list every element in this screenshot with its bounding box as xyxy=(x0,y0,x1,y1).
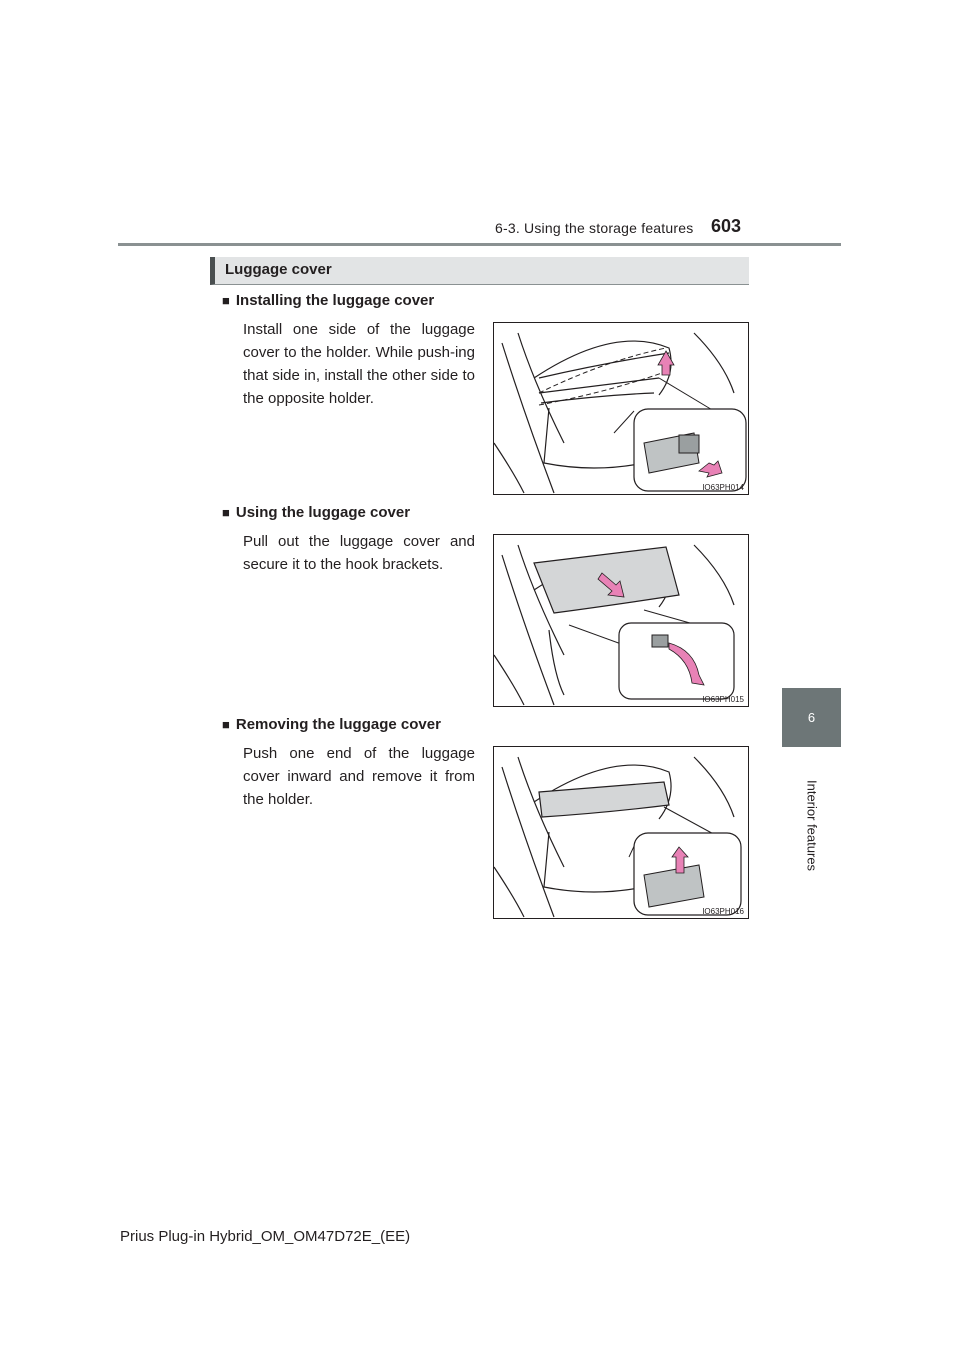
section-heading: Luggage cover xyxy=(210,257,749,285)
figure-installing: IO63PH014 xyxy=(493,322,749,495)
subsection-text-using: Pull out the luggage cover and secure it… xyxy=(243,533,475,573)
page-number: 603 xyxy=(711,216,742,236)
section-title: Luggage cover xyxy=(225,261,332,278)
figure-using: IO63PH015 xyxy=(493,534,749,707)
figure-code: IO63PH016 xyxy=(702,907,744,916)
subsection-title-removing: ■Removing the luggage cover xyxy=(222,716,441,733)
square-bullet-icon: ■ xyxy=(222,505,230,520)
chapter-label: Interior features xyxy=(804,780,820,872)
figure-code: IO63PH015 xyxy=(702,695,744,704)
header-rule xyxy=(118,243,841,246)
luggage-cover-remove-illustration xyxy=(494,756,742,918)
square-bullet-icon: ■ xyxy=(222,717,230,732)
subsection-text-removing: Push one end of the luggage cover inward… xyxy=(243,745,475,808)
chapter-tab: 6 xyxy=(782,688,841,747)
footer-document-id: Prius Plug-in Hybrid_OM_OM47D72E_(EE) xyxy=(120,1228,411,1245)
square-bullet-icon: ■ xyxy=(222,293,230,308)
subsection-title-installing: ■Installing the luggage cover xyxy=(222,292,435,309)
luggage-cover-install-illustration xyxy=(494,332,747,494)
subsection-text-installing: Install one side of the luggage cover to… xyxy=(243,321,475,407)
section-reference: 6-3. Using the storage features xyxy=(495,220,694,236)
figure-removing: IO63PH016 xyxy=(493,746,749,919)
subsection-title-using: ■Using the luggage cover xyxy=(222,504,411,521)
figure-code: IO63PH014 xyxy=(702,483,744,492)
luggage-cover-use-illustration xyxy=(494,544,735,706)
